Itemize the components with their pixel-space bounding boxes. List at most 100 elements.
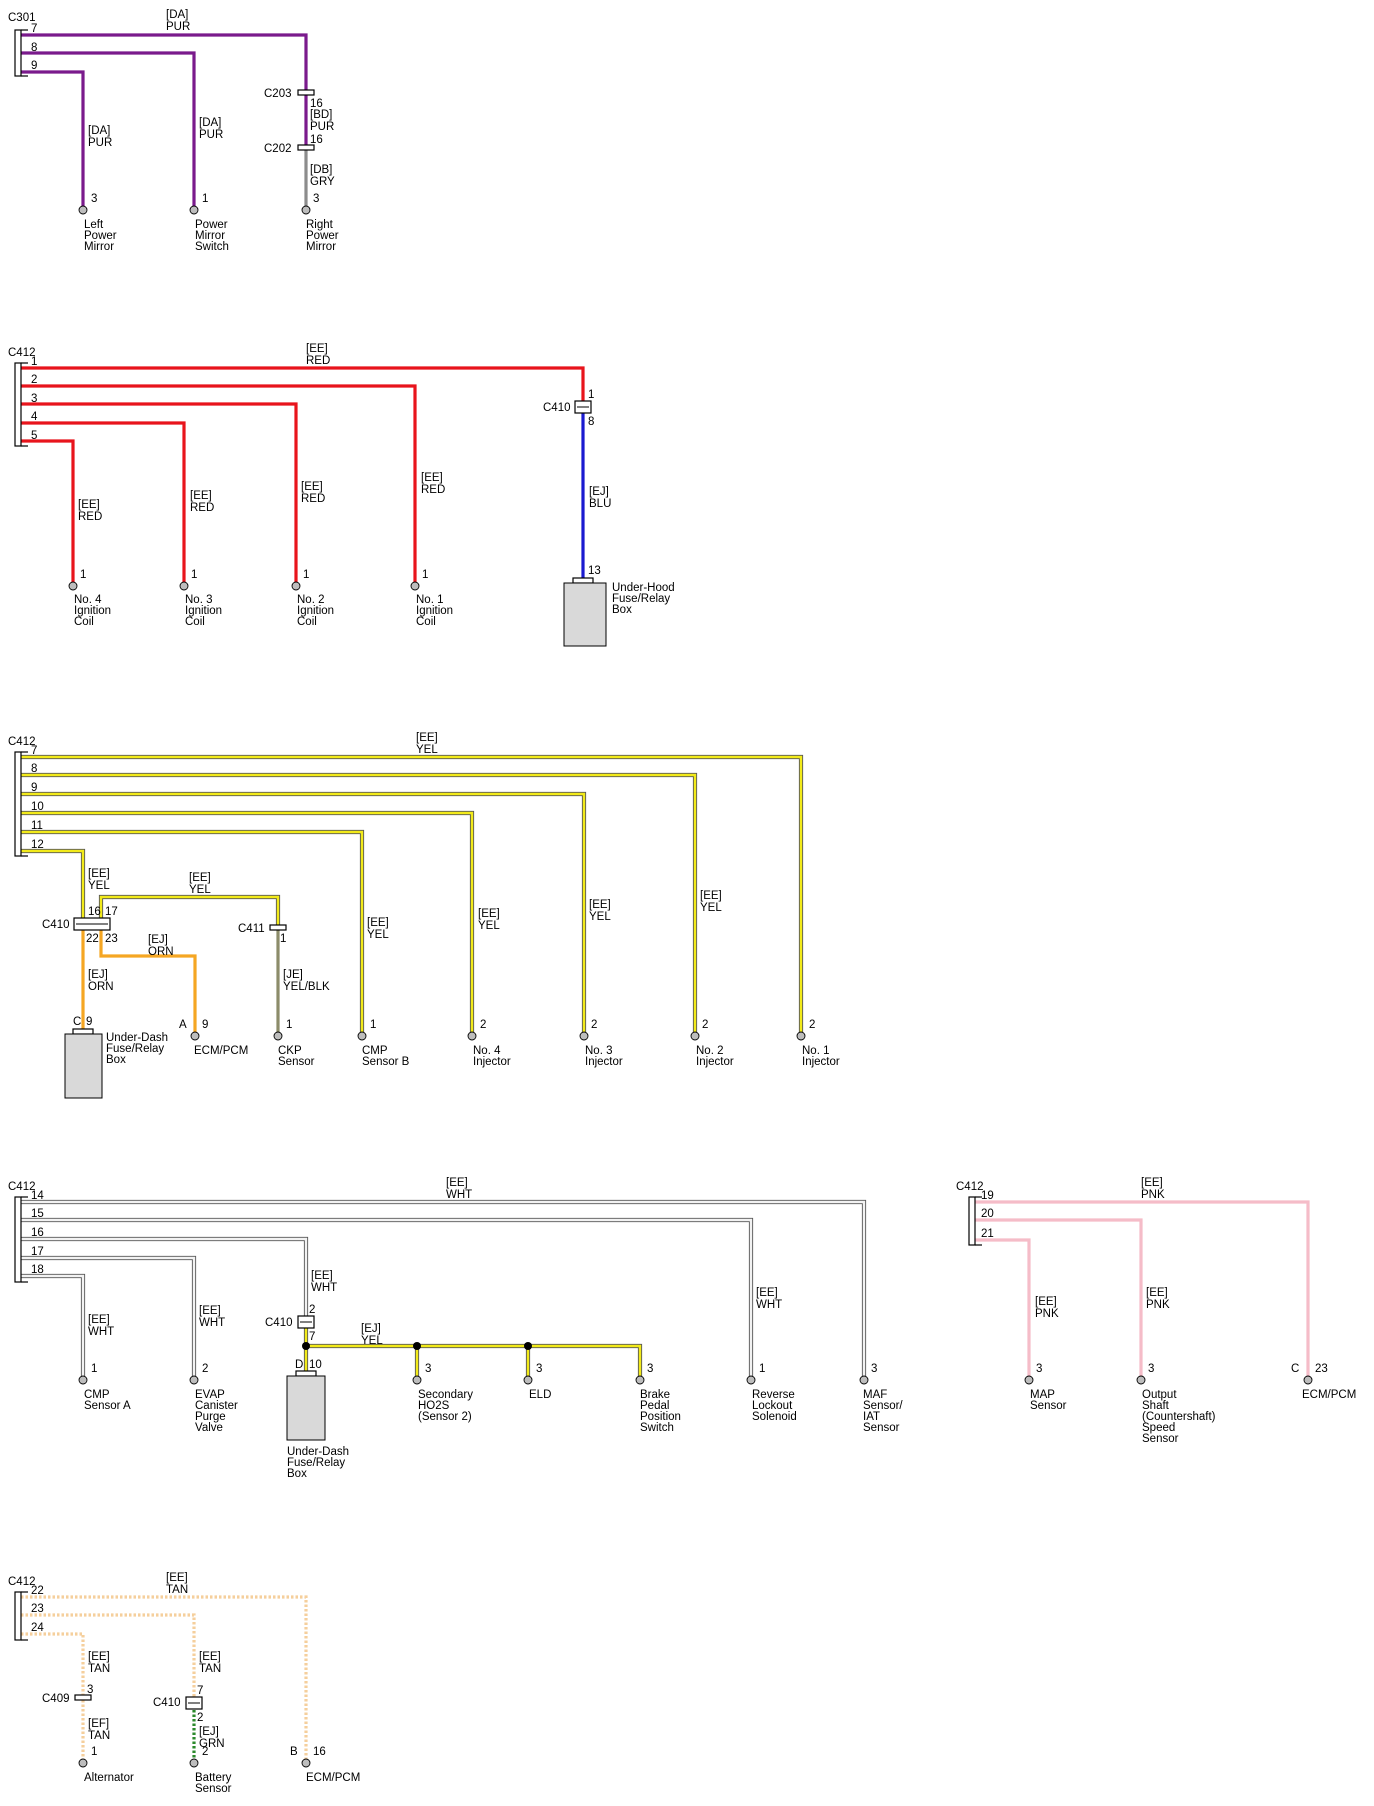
component-name: Battery (195, 1772, 232, 1784)
component-pin: 1 (303, 569, 309, 581)
component-pin: 3 (313, 193, 319, 205)
component-name: Fuse/Relay (287, 1457, 345, 1469)
wire-code: [JE] (283, 969, 303, 981)
wire-color: RED (421, 484, 445, 496)
wire-color: YEL/BLK (283, 981, 330, 993)
wire-code: [EE] (190, 490, 212, 502)
component-cmp-sensor-b: 1 CMP Sensor B (357, 1019, 410, 1068)
wire-outline (306, 1343, 643, 1377)
component-name: HO2S (418, 1400, 450, 1412)
wire-color: WHT (756, 1299, 782, 1311)
wire-code: [EE] (78, 499, 100, 511)
component-pin: 1 (191, 569, 197, 581)
component-under-dash-fuse-relay-box-d: D 10 Under-Dash Fuse/Relay Box (286, 1359, 349, 1480)
component-alternator: 1 Alternator (78, 1746, 134, 1784)
component-name: CMP (84, 1389, 110, 1401)
component-pin: 10 (309, 1359, 322, 1371)
component-pin: 16 (313, 1746, 326, 1758)
component-name: Under-Hood (612, 582, 675, 594)
component-name: Sensor B (362, 1056, 410, 1068)
wire-color: PUR (166, 21, 190, 33)
wire-color: YEL (88, 880, 110, 892)
connector-pin: 7 (197, 1685, 203, 1697)
wire-color: RED (301, 493, 325, 505)
component-name: Injector (802, 1056, 840, 1068)
wire-y8 (21, 773, 697, 1033)
wire-p19 (975, 1200, 1310, 1377)
component-name: No. 2 (696, 1045, 724, 1057)
component-ckp-sensor: 1 CKP Sensor (273, 1019, 315, 1068)
component-no1-ignition-coil: 1 No. 1 Ignition Coil (410, 569, 453, 628)
wire-w15 (21, 1218, 753, 1377)
connector-label: C203 (264, 88, 292, 100)
wire-w2 (21, 51, 196, 207)
connector-pin: 22 (86, 933, 99, 945)
component-name: Mirror (306, 241, 336, 253)
connector-pin: 11 (31, 820, 43, 832)
connector-label: C410 (42, 919, 70, 931)
component-name: Sensor (1030, 1400, 1067, 1412)
component-power-mirror-switch: 1 Power Mirror Switch (189, 193, 229, 253)
wire-color: YEL (589, 911, 611, 923)
connector-pin: 10 (31, 801, 44, 813)
component-name: (Countershaft) (1142, 1411, 1216, 1423)
component-name: Coil (74, 616, 94, 628)
wire-code: [EE] (446, 1177, 468, 1189)
component-name: Alternator (84, 1772, 134, 1784)
wire-code: [EE] (1141, 1177, 1163, 1189)
wire-code: [DB] (310, 164, 332, 176)
wire-code: [EE] (478, 908, 500, 920)
wire-color: WHT (88, 1326, 114, 1338)
component-name: Sensor (1142, 1433, 1179, 1445)
wire-code: [EE] (166, 1572, 188, 1584)
component-name: Coil (185, 616, 205, 628)
wire-code: [EE] (416, 732, 438, 744)
wire-code: [EE] (311, 1270, 333, 1282)
wire-code: [EJ] (361, 1323, 381, 1335)
component-name: Ignition (416, 605, 453, 617)
component-name: Left (84, 219, 104, 231)
connector-pin: 3 (31, 393, 37, 405)
splice-dot (302, 1342, 310, 1350)
wire-code: [EJ] (148, 934, 168, 946)
component-name: Reverse (752, 1389, 795, 1401)
component-name: Purge (195, 1411, 226, 1423)
wire-w14 (21, 1200, 866, 1377)
connector-pin: 9 (31, 782, 37, 794)
component-battery-sensor: 2 Battery Sensor (189, 1746, 232, 1795)
connector-pin: 7 (31, 23, 37, 35)
component-pin: 13 (588, 565, 601, 577)
wire-r4 (21, 421, 186, 583)
component-name: Under-Dash (287, 1446, 349, 1458)
wire-color: PUR (310, 121, 334, 133)
connector-label: C410 (543, 402, 571, 414)
component-pin: 3 (91, 193, 97, 205)
wire-y17 (99, 895, 280, 927)
component-no3-injector: 2 No. 3 Injector (579, 1019, 623, 1068)
component-name: Power (195, 219, 228, 231)
component-secondary-ho2s: 3 Secondary HO2S (Sensor 2) (412, 1363, 473, 1423)
connector-pin: 16 (31, 1227, 44, 1239)
wire-t22 (21, 1595, 308, 1760)
component-name: (Sensor 2) (418, 1411, 472, 1423)
component-name: MAF (863, 1389, 887, 1401)
connector-pin: 1 (280, 933, 286, 945)
wire-color: ORN (88, 981, 114, 993)
wire-code: [EE] (88, 1314, 110, 1326)
splice-points (302, 1342, 532, 1350)
connector-pin: 16 (310, 134, 323, 146)
connector-label: C409 (42, 1693, 70, 1705)
wire-code: [BD] (310, 109, 332, 121)
component-pin: 3 (1036, 1363, 1042, 1375)
component-name: Pedal (640, 1400, 669, 1412)
component-no4-ignition-coil: 1 No. 4 Ignition Coil (68, 569, 111, 628)
component-pin-prefix: D (295, 1359, 303, 1371)
component-pin: 3 (871, 1363, 877, 1375)
component-pin-prefix: C (1291, 1363, 1299, 1375)
component-brake-pedal-position-switch: 3 Brake Pedal Position Switch (635, 1363, 681, 1434)
wire-color: PUR (199, 129, 223, 141)
component-name: Ignition (297, 605, 334, 617)
component-pin: 2 (702, 1019, 708, 1031)
wire-code: [DA] (166, 9, 188, 21)
connector-c412-1: C412 1 2 3 4 5 (8, 347, 38, 447)
